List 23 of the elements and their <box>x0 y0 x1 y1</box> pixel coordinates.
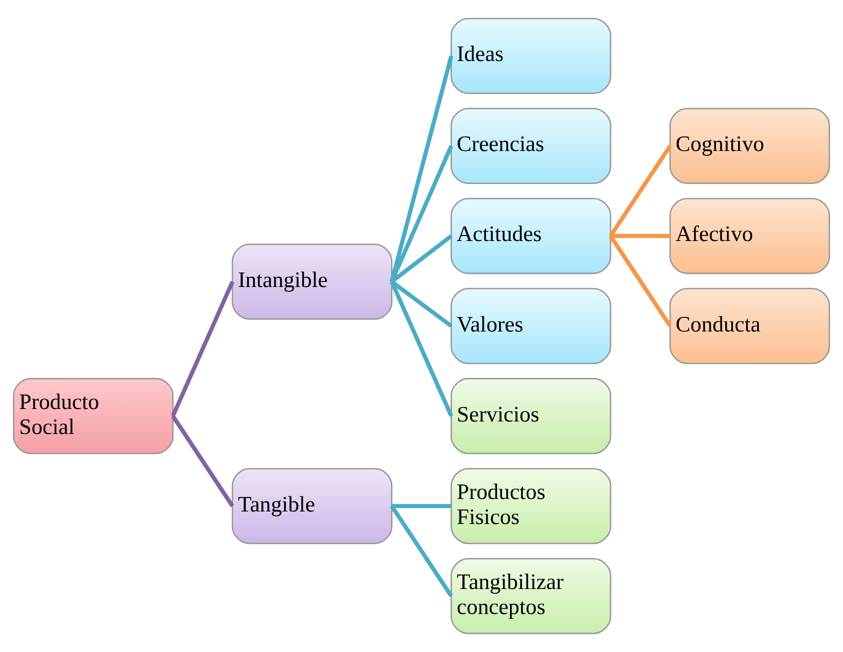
connector <box>608 144 672 238</box>
connector <box>171 414 234 508</box>
node-box: Valores <box>450 288 612 364</box>
connector <box>390 55 454 282</box>
node-box: Conducta <box>669 288 830 364</box>
node-box: Cognitivo <box>669 108 830 184</box>
connector <box>390 280 454 417</box>
node-box: Intangible <box>232 244 392 320</box>
node-box: Servicios <box>450 378 612 454</box>
connector <box>390 145 454 283</box>
connector <box>390 504 453 598</box>
node-box: Productos Fisicos <box>450 468 612 544</box>
connector <box>610 234 670 238</box>
connector <box>392 504 452 508</box>
node-box: Actitudes <box>450 198 612 274</box>
node-box: Producto Social <box>12 378 174 454</box>
node-box: Tangibilizar conceptos <box>450 558 612 634</box>
connector <box>608 234 672 328</box>
node-box: Ideas <box>450 18 612 94</box>
node-box: Afectivo <box>669 198 830 274</box>
connector <box>171 280 234 417</box>
node-box: Tangible <box>232 468 392 544</box>
node-box: Creencias <box>450 108 612 184</box>
